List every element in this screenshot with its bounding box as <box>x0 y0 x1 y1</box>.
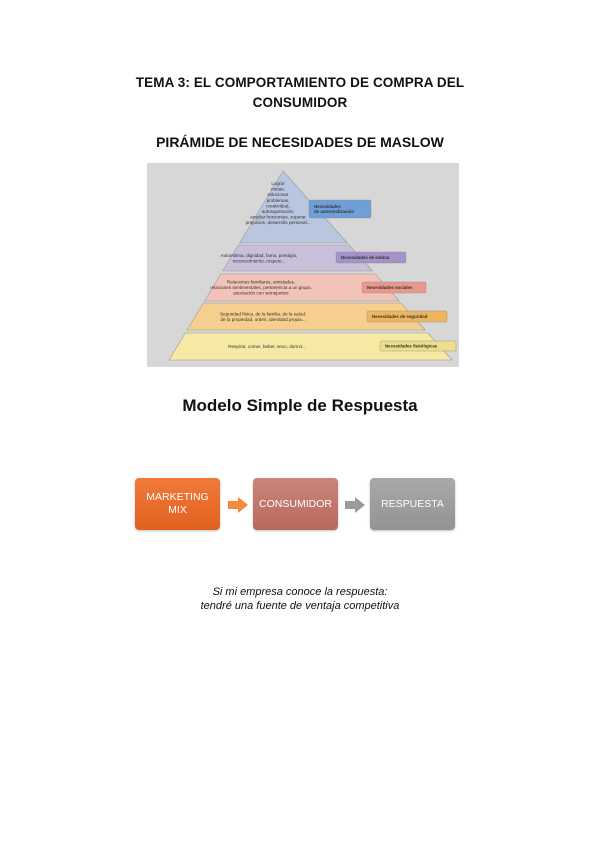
pyramid-label-box-3 <box>361 281 427 294</box>
pyramid-level-1-text: autosuperación, <box>262 209 295 214</box>
respuesta-box: RESPUESTA <box>370 478 455 530</box>
consumidor-label: CONSUMIDOR <box>259 497 332 510</box>
pyramid-level-1-text: solucionar <box>268 192 289 197</box>
pyramid-level-2-text: reconocimiento, respeto... <box>233 258 286 263</box>
quote-line2: tendré una fuente de ventaja competitiva <box>200 600 400 612</box>
pyramid-level-1-text: Lograr <box>271 181 285 186</box>
document-title-line2: CONSUMIDOR <box>252 95 348 110</box>
pyramid-label-4: Necesidades de seguridad <box>372 314 428 319</box>
arrow-right-icon <box>228 497 248 513</box>
pyramid-level-4-text: de la propiedad, orden, identidad propia… <box>220 317 305 322</box>
document-title-line1: TEMA 3: EL COMPORTAMIENTO DE COMPRA DEL <box>135 75 465 90</box>
model-title: Modelo Simple de Respuesta <box>182 396 418 415</box>
pyramid-level-1-text: metas, <box>271 187 285 192</box>
pyramid-label-box-2 <box>335 251 407 264</box>
pyramid-label-box-4 <box>366 310 448 323</box>
marketing-mix-box: MARKETING MIX <box>135 478 220 530</box>
conclusion-quote: Si mi empresa conoce la respuesta: tendr… <box>100 585 500 613</box>
pyramid-level-5 <box>168 332 453 361</box>
pyramid-level-1-text: creatividad, <box>266 203 290 208</box>
pyramid-level-5-text: Respirar, comer, beber, sexo, dormir... <box>228 344 306 349</box>
consumidor-box: CONSUMIDOR <box>253 478 338 530</box>
marketing-mix-label-line2: MIX <box>168 504 187 516</box>
marketing-mix-label-line1: MARKETING <box>146 491 209 503</box>
pyramid-level-3-text: relaciones sentimentales, pertenencia a … <box>210 285 312 290</box>
arrow-right-icon <box>345 497 365 513</box>
respuesta-label: RESPUESTA <box>381 497 444 510</box>
pyramid-label-box-1 <box>308 199 372 219</box>
quote-line1: Si mi empresa conoce la respuesta: <box>212 586 388 598</box>
pyramid-label-2: Necesidades de estima <box>341 255 390 260</box>
pyramid-level-3-text: Relaciones familiares, amistades, <box>227 280 295 285</box>
pyramid-level-1-text: problemas, <box>267 198 290 203</box>
document-title: TEMA 3: EL COMPORTAMIENTO DE COMPRA DEL … <box>100 73 500 113</box>
pyramid-label-3: Necesidades sociales <box>367 285 413 290</box>
pyramid-level-3 <box>204 273 400 302</box>
pyramid-level-3-text: asociación con semejantes <box>233 291 289 296</box>
pyramid-level-4-text: Seguridad física, de la familia, de la s… <box>220 311 306 316</box>
pyramid-label-5: Necesidades fisiológicas <box>385 344 438 349</box>
pyramid-label-box-5 <box>379 340 457 352</box>
pyramid-label-1: Necesidades <box>314 204 341 209</box>
pyramid-level-2-text: Autoestima, dignidad, fama, prestigio, <box>221 253 298 258</box>
pyramid-level-4 <box>186 302 426 331</box>
pyramid-level-2 <box>222 244 374 272</box>
pyramid-level-1-text: prejuicios, desarrollo personal... <box>246 220 311 225</box>
maslow-pyramid: Lograrmetas,solucionarproblemas,creativi… <box>168 170 457 361</box>
pyramid-level-1-text: ampliar horizontes, superar <box>250 215 306 220</box>
pyramid-label-1: de autorrealización <box>314 209 354 214</box>
maslow-section-title: PIRÁMIDE DE NECESIDADES DE MASLOW <box>156 134 444 150</box>
